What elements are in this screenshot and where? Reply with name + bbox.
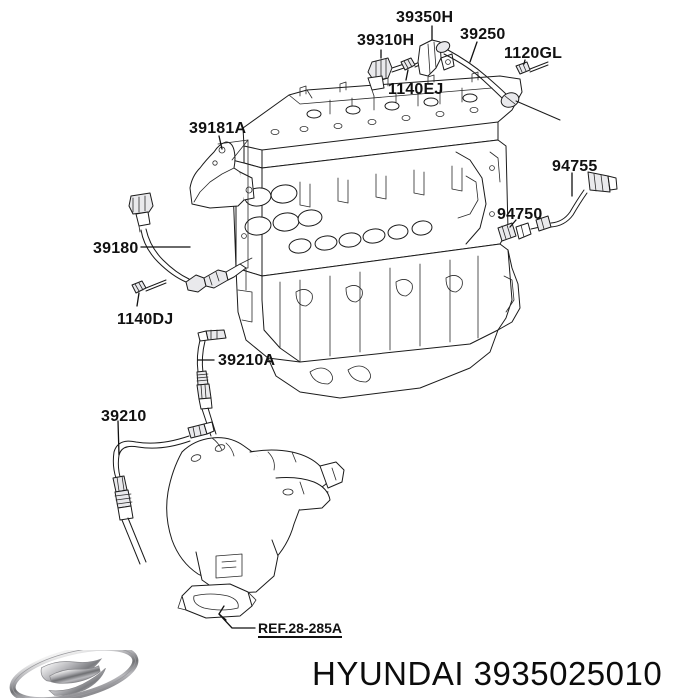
part-39181a-heat-protector xyxy=(189,139,255,269)
callout-39210a: 39210A xyxy=(218,352,276,369)
cylinder-block xyxy=(235,243,521,399)
callout-39310h: 39310H xyxy=(357,32,415,49)
hyundai-logo-ellipse xyxy=(9,650,139,698)
cylinder-head xyxy=(231,139,509,277)
callout-39210: 39210 xyxy=(101,408,147,425)
callout-39250: 39250 xyxy=(460,26,506,43)
reference-label: REF.28-285A xyxy=(258,620,343,638)
footer-part-number: HYUNDAI 3935025010 xyxy=(312,655,663,692)
callout-94750: 94750 xyxy=(497,206,543,223)
callout-1120gl: 1120GL xyxy=(504,45,563,62)
part-39210-oxygen-sensor xyxy=(112,421,215,565)
leader-lines xyxy=(117,25,573,629)
hyundai-logo xyxy=(9,650,139,698)
callout-39181a: 39181A xyxy=(189,120,247,137)
part-94750-switch xyxy=(497,222,541,242)
part-39210a-oxygen-sensor xyxy=(196,329,227,437)
callout-94755: 94755 xyxy=(552,158,598,175)
footer-banner xyxy=(0,648,700,700)
callout-1140dj: 1140DJ xyxy=(117,311,174,328)
part-94755-harness xyxy=(535,171,618,232)
cylinder-head-cover xyxy=(242,71,523,169)
part-39180-oxygen-sensor xyxy=(128,192,253,294)
exhaust-manifold xyxy=(166,437,345,619)
part-1140dj-bolt xyxy=(131,279,167,294)
part-1120gl-bolt xyxy=(515,61,549,75)
part-39310h-sensor xyxy=(367,57,405,97)
part-39350h-bracket xyxy=(417,39,455,77)
callout-1140ej: 1140EJ xyxy=(388,81,444,98)
callout-39350h: 39350H xyxy=(396,9,454,26)
part-39250-rod xyxy=(435,41,561,121)
callout-39180: 39180 xyxy=(93,240,139,257)
